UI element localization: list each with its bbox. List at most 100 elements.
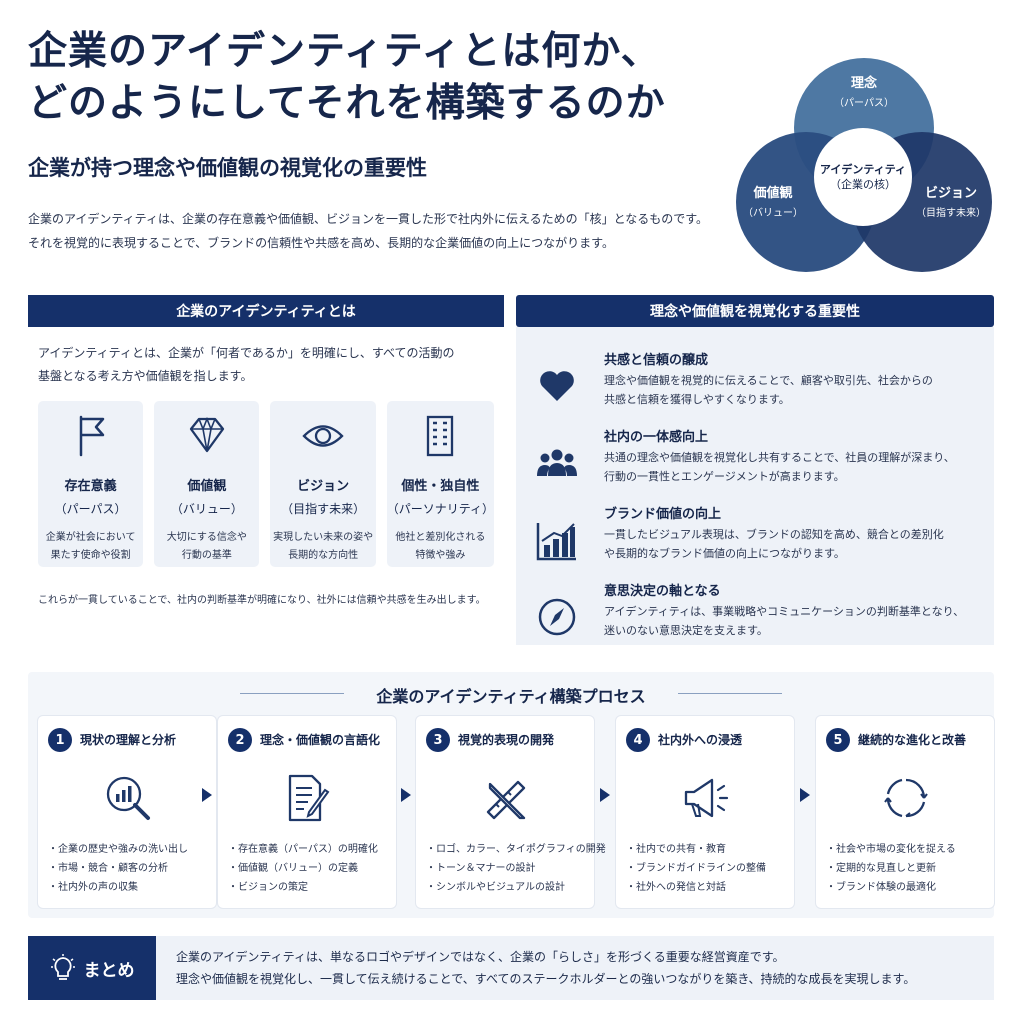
- step-title: 視覚的表現の開発: [458, 733, 555, 747]
- venn-purpose-main: 理念: [850, 76, 877, 91]
- process-step-4: 4 社内外への浸透 ・社内での共有・教育・ブランドガイドラインの整備・社外への発…: [616, 716, 794, 908]
- intro-line-1: 企業のアイデンティティは、企業の存在意義や価値観、ビジョンを一貫した形で社内外に…: [28, 212, 709, 226]
- growth-chart-icon: [536, 523, 576, 561]
- step-title: 理念・価値観の言語化: [260, 733, 381, 747]
- identity-desc-line-1: アイデンティティとは、企業が「何者であるか」を明確にし、すべての活動の: [38, 346, 455, 360]
- card-sub: （パーパス）: [54, 502, 127, 516]
- chevron-right-icon: [401, 788, 411, 802]
- page-title: 企業のアイデンティティとは何か、 どのようにしてそれを構築するのか: [28, 26, 728, 130]
- title-line-2: どのようにしてそれを構築するのか: [28, 81, 666, 126]
- process-title: 企業のアイデンティティ構築プロセス: [376, 687, 646, 706]
- venn-vision-sub: （目指す未来）: [916, 208, 986, 219]
- step-number: 4: [626, 728, 650, 752]
- identity-desc-line-2: 基盤となる考え方や価値観を指します。: [38, 369, 253, 383]
- benefit-item: 意思決定の軸となる アイデンティティは、事業戦略やコミュニケーションの判断基準と…: [516, 580, 994, 654]
- venn-label-vision: ビジョン （目指す未来）: [910, 182, 992, 219]
- step-bullet: ・市場・競合・顧客の分析: [48, 863, 168, 874]
- benefit-title: 共感と信頼の醸成: [604, 353, 709, 368]
- intro-text: 企業のアイデンティティは、企業の存在意義や価値観、ビジョンを一貫した形で社内外に…: [28, 207, 708, 255]
- benefit-desc-line: 一貫したビジュアル表現は、ブランドの認知を高め、競合との差別化: [604, 528, 944, 541]
- summary-text: 企業のアイデンティティは、単なるロゴやデザインではなく、企業の「らしさ」を形づく…: [176, 946, 915, 990]
- design-tools-icon: [486, 780, 526, 820]
- benefit-desc-line: 迷いのない意思決定を支えます。: [604, 624, 768, 637]
- identity-card-purpose: 存在意義 （パーパス） 企業が社会において果たす使命や役割: [38, 401, 144, 567]
- card-sub: （目指す未来）: [281, 502, 366, 516]
- card-desc: 企業が社会において果たす使命や役割: [46, 529, 136, 565]
- venn-core-sub: （企業の核）: [830, 178, 896, 191]
- step-bullet: ・定期的な見直しと更新: [826, 863, 936, 874]
- step-bullet: ・社内での共有・教育: [626, 844, 726, 855]
- summary-label-text: まとめ: [83, 960, 135, 981]
- step-bullet: ・社内外の声の収集: [48, 882, 138, 893]
- step-number: 2: [228, 728, 252, 752]
- identity-footer-note: これらが一貫していることで、社内の判断基準が明確になり、社外には信頼や共感を生み…: [38, 595, 486, 606]
- visualization-section-heading: 理念や価値観を視覚化する重要性: [516, 295, 994, 327]
- card-name: 個性・独自性: [401, 479, 480, 494]
- identity-section-heading: 企業のアイデンティティとは: [28, 295, 504, 327]
- step-number: 1: [48, 728, 72, 752]
- card-desc-line: 果たす使命や役割: [50, 550, 131, 561]
- benefit-desc-line: 理念や価値観を視覚的に伝えることで、顧客や取引先、社会からの: [604, 374, 933, 387]
- card-desc-line: 行動の基準: [181, 550, 232, 561]
- step-bullets: ・ロゴ、カラー、タイポグラフィの開発・トーン＆マナーの設計・シンボルやビジュアル…: [426, 840, 606, 897]
- process-title-rule-left: [240, 693, 344, 694]
- step-bullet: ・価値観（バリュー）の定義: [228, 863, 358, 874]
- step-bullets: ・社会や市場の変化を捉える・定期的な見直しと更新・ブランド体験の最適化: [826, 840, 956, 897]
- benefit-desc: 一貫したビジュアル表現は、ブランドの認知を高め、競合との差別化や長期的なブランド…: [604, 525, 944, 563]
- chevron-right-icon: [202, 788, 212, 802]
- benefit-item: ブランド価値の向上 一貫したビジュアル表現は、ブランドの認知を高め、競合との差別…: [516, 503, 994, 577]
- venn-label-values: 価値観 （バリュー）: [738, 182, 808, 219]
- lightbulb-icon: [50, 954, 75, 980]
- card-sub: （バリュー）: [170, 502, 243, 516]
- step-bullet: ・社外への発信と対話: [626, 882, 726, 893]
- identity-description: アイデンティティとは、企業が「何者であるか」を明確にし、すべての活動の 基盤とな…: [38, 342, 455, 388]
- analysis-icon: [106, 776, 150, 820]
- process-step-5: 5 継続的な進化と改善 ・社会や市場の変化を捉える・定期的な見直しと更新・ブラン…: [816, 716, 994, 908]
- summary-line-1: 企業のアイデンティティは、単なるロゴやデザインではなく、企業の「らしさ」を形づく…: [176, 950, 785, 964]
- step-bullet: ・社会や市場の変化を捉える: [826, 844, 956, 855]
- step-bullets: ・企業の歴史や強みの洗い出し・市場・競合・顧客の分析・社内外の声の収集: [48, 840, 188, 897]
- venn-core-label: アイデンティティ: [819, 163, 907, 176]
- chevron-right-icon: [800, 788, 810, 802]
- step-bullet: ・存在意義（パーパス）の明確化: [228, 844, 378, 855]
- summary-label: まとめ: [28, 936, 156, 1000]
- building-icon: [427, 415, 454, 457]
- benefit-desc-line: アイデンティティは、事業戦略やコミュニケーションの判断基準となり、: [604, 605, 965, 618]
- chevron-right-icon: [600, 788, 610, 802]
- step-bullet: ・ロゴ、カラー、タイポグラフィの開発: [426, 844, 606, 855]
- venn-values-main: 価値観: [753, 186, 793, 201]
- benefit-title: ブランド価値の向上: [604, 507, 722, 522]
- identity-card-personality: 個性・独自性 （パーソナリティ） 他社と差別化される特徴や強み: [386, 401, 494, 567]
- venn-values-sub: （バリュー）: [743, 208, 803, 219]
- benefit-desc: 理念や価値観を視覚的に伝えることで、顧客や取引先、社会からの共感と信頼を獲得しや…: [604, 371, 933, 409]
- card-desc-line: 長期的な方向性: [288, 550, 359, 561]
- card-desc: 実現したい未来の姿や長期的な方向性: [273, 529, 373, 565]
- process-step-1: 1 現状の理解と分析 ・企業の歴史や強みの洗い出し・市場・競合・顧客の分析・社内…: [38, 716, 216, 908]
- diamond-icon: [189, 416, 224, 453]
- step-number: 3: [426, 728, 450, 752]
- identity-card-vision: ビジョン （目指す未来） 実現したい未来の姿や長期的な方向性: [270, 401, 376, 567]
- benefit-desc: 共通の理念や価値観を視覚化し共有することで、社員の理解が深まり、行動の一貫性とエ…: [604, 448, 955, 486]
- venn-label-purpose: 理念 （パーパス）: [834, 72, 894, 109]
- summary-panel: [28, 936, 994, 1000]
- benefit-desc-line: 共感と信頼を獲得しやすくなります。: [604, 393, 790, 406]
- card-name: 存在意義: [64, 479, 117, 494]
- benefit-item: 社内の一体感向上 共通の理念や価値観を視覚化し共有することで、社員の理解が深まり…: [516, 426, 994, 500]
- card-desc-line: 企業が社会において: [45, 532, 136, 543]
- heart-icon: [540, 371, 574, 401]
- megaphone-icon: [684, 778, 729, 818]
- step-title: 現状の理解と分析: [80, 733, 177, 747]
- card-desc-line: 実現したい未来の姿や: [273, 532, 374, 543]
- step-title: 継続的な進化と改善: [858, 733, 967, 747]
- identity-card-values: 価値観 （バリュー） 大切にする信念や行動の基準: [154, 401, 260, 567]
- cycle-icon: [884, 778, 928, 818]
- flag-icon: [79, 415, 104, 457]
- step-bullet: ・トーン＆マナーの設計: [426, 863, 536, 874]
- step-bullet: ・シンボルやビジュアルの設計: [426, 882, 565, 893]
- compass-icon: [538, 598, 576, 636]
- step-bullet: ・ブランド体験の最適化: [826, 882, 936, 893]
- document-pen-icon: [288, 774, 330, 822]
- identity-cards: 存在意義 （パーパス） 企業が社会において果たす使命や役割 価値観 （バリュー）…: [38, 401, 494, 567]
- team-icon: [537, 449, 577, 476]
- venn-core: アイデンティティ （企業の核）: [814, 128, 912, 226]
